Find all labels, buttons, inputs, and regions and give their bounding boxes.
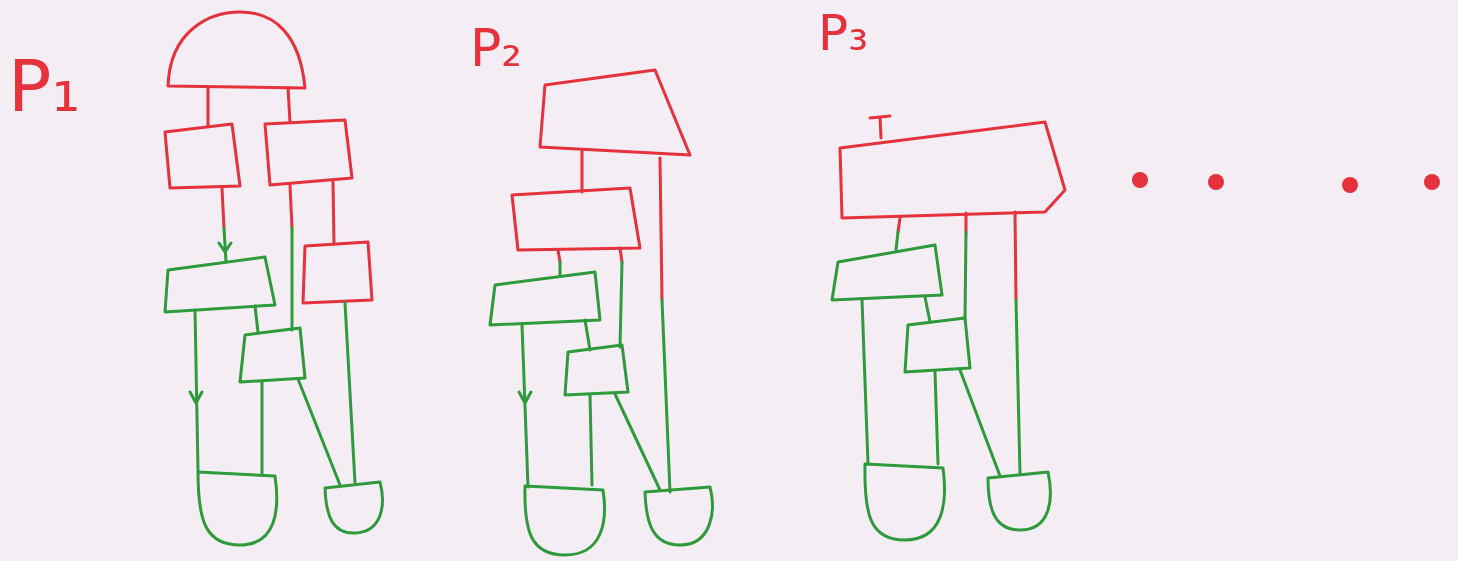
figure-label: P₃ (818, 8, 868, 58)
red-box (165, 12, 372, 303)
red-box (512, 70, 690, 250)
red-wire (558, 150, 662, 300)
green-box (165, 257, 382, 545)
continuation-dots (1132, 172, 1440, 193)
red-box (840, 116, 1065, 218)
red-wire (208, 88, 334, 244)
green-wire (190, 228, 355, 485)
figure-label: P₁ (8, 50, 80, 122)
green-box (490, 272, 712, 555)
dot (1132, 172, 1148, 188)
figure-label: P₂ (470, 22, 522, 74)
red-wire (898, 212, 1016, 300)
green-box (832, 245, 1050, 540)
dot (1342, 177, 1358, 193)
green-wire (862, 232, 1020, 476)
dot (1424, 174, 1440, 190)
dot (1208, 174, 1224, 190)
green-wire (519, 262, 670, 492)
